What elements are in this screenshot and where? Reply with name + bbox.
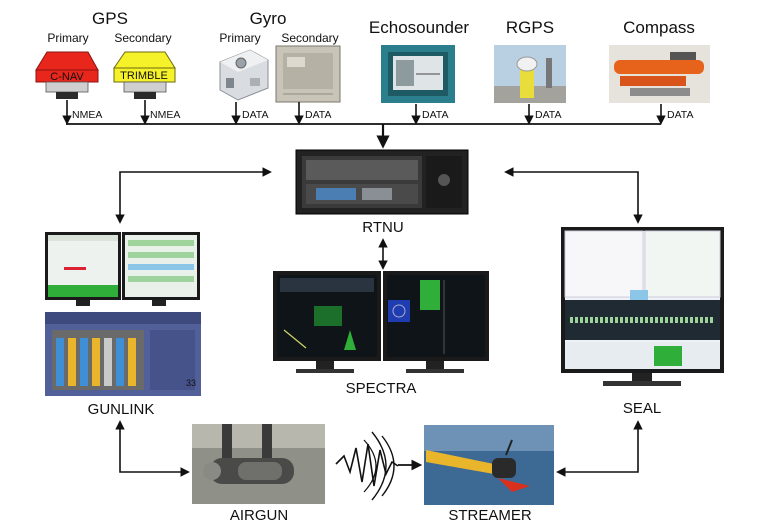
airgun-photo-icon	[192, 424, 325, 504]
gyro-primary-label: Primary	[219, 31, 260, 45]
airgun-label: AIRGUN	[230, 507, 288, 524]
gps-primary-label: Primary	[47, 31, 88, 45]
rtnu-seal-connector	[504, 167, 643, 224]
trimble-antenna-icon: TRIMBLE	[113, 51, 176, 99]
spectra-monitors-icon	[273, 271, 489, 373]
gyro-title: Gyro	[250, 9, 287, 28]
streamer-label: STREAMER	[448, 507, 532, 524]
rgps-title: RGPS	[506, 18, 554, 37]
seal-label: SEAL	[623, 400, 661, 417]
gps-secondary-label: Secondary	[114, 31, 171, 45]
rgps-icon	[494, 45, 566, 103]
seal-monitor-icon	[561, 227, 724, 386]
gyro-secondary-label: Secondary	[281, 31, 338, 45]
echosounder-icon	[381, 45, 455, 103]
rgps-output: DATA	[535, 109, 561, 121]
gyro-primary-output: DATA	[242, 109, 268, 121]
spectra-label: SPECTRA	[346, 380, 417, 397]
rack-number: 33	[186, 378, 196, 388]
gps-title: GPS	[92, 9, 128, 28]
cnav-label: C-NAV	[50, 71, 84, 83]
compass-icon	[609, 45, 710, 103]
seal-streamer-connector	[556, 420, 643, 477]
gyro-secondary-icon	[275, 45, 341, 103]
echosounder-title: Echosounder	[369, 18, 470, 37]
gyro-secondary-output: DATA	[305, 109, 331, 121]
echosounder-output: DATA	[422, 109, 448, 121]
gunlink-rack-icon: 33	[45, 312, 201, 396]
streamer-photo-icon	[424, 425, 554, 505]
rtnu-gunlink-connector	[115, 167, 272, 224]
gps-secondary-output: NMEA	[150, 109, 180, 121]
gps-primary-output: NMEA	[72, 109, 102, 121]
trimble-label: TRIMBLE	[120, 70, 168, 82]
compass-title: Compass	[623, 18, 695, 37]
cnav-antenna-icon: C-NAV	[35, 51, 99, 99]
acoustic-wave-icon	[335, 431, 423, 501]
gunlink-airgun-connector	[115, 420, 190, 477]
gyro-primary-icon	[219, 49, 269, 101]
gunlink-label: GUNLINK	[88, 401, 155, 418]
rtnu-label: RTNU	[362, 219, 403, 236]
gunlink-monitors-icon	[45, 232, 200, 306]
compass-output: DATA	[667, 109, 693, 121]
rtnu-unit-icon	[295, 149, 469, 215]
